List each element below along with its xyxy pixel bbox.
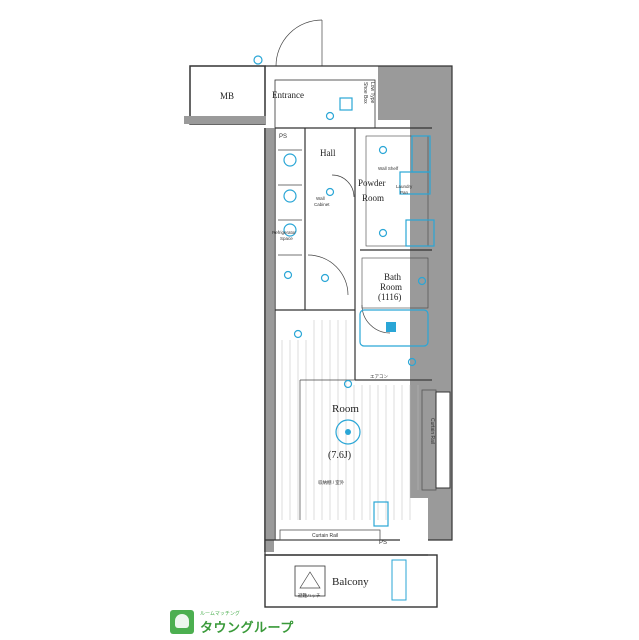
balcony [264,554,438,608]
shoe-box-sub-label: Low Type [369,82,375,104]
balcony-label: Balcony [332,576,369,588]
brand-logo: ルームマッチング タウングループ [170,610,300,636]
wall-cabinet-label: Wall [316,196,325,201]
room-note-bottom-label: 収納棚 / 室外 [318,479,345,486]
powder-room-label-2: Room [362,193,384,203]
curtain-rails [279,389,451,541]
curtain-rail-bottom-label: Curtain Rail [312,533,338,539]
fixtures [253,55,435,527]
laundry-pan-sub-label: Pan [400,190,409,195]
refrigerator-label: Refrigerator [272,230,296,235]
wall-cabinet-sub-label: Cabinet [314,202,330,207]
bath-room-label-1: Bath [384,272,401,282]
bath-size-label: (1116) [378,292,401,302]
interior-walls [274,79,432,381]
entrance-door [265,19,378,67]
logo-tagline: ルームマッチング [200,611,240,617]
tree-logo-icon [170,610,194,634]
logo-brand-name: タウングループ [200,621,294,636]
entrance-label: Entrance [272,90,304,100]
curtain-rail-right-label: Curtain Rail [429,418,435,444]
shoe-box-label: Shoe Box [362,82,368,104]
mb-label: MB [220,91,234,101]
room-label: Room [332,403,359,415]
wall-shelf-label: Wall Shelf [378,166,399,171]
room-note-top-label: エアコン [370,374,388,380]
hatch-label: 避難ハッチ [298,592,321,599]
hall-label: Hall [320,148,336,158]
ps-bottom-label: PS [379,540,387,546]
ps-top-label: PS [279,134,287,140]
bath-room-label-2: Room [380,282,402,292]
refrigerator-sub-label: Space [280,236,293,241]
powder-room-label-1: Powder [358,178,386,188]
laundry-pan-label: Laundry [396,184,413,189]
room-size-label: (7.6J) [328,450,351,461]
room-labels: MB Entrance Shoe Box Low Type PS Hall Po… [220,82,435,599]
room-floor-lines [281,320,432,520]
